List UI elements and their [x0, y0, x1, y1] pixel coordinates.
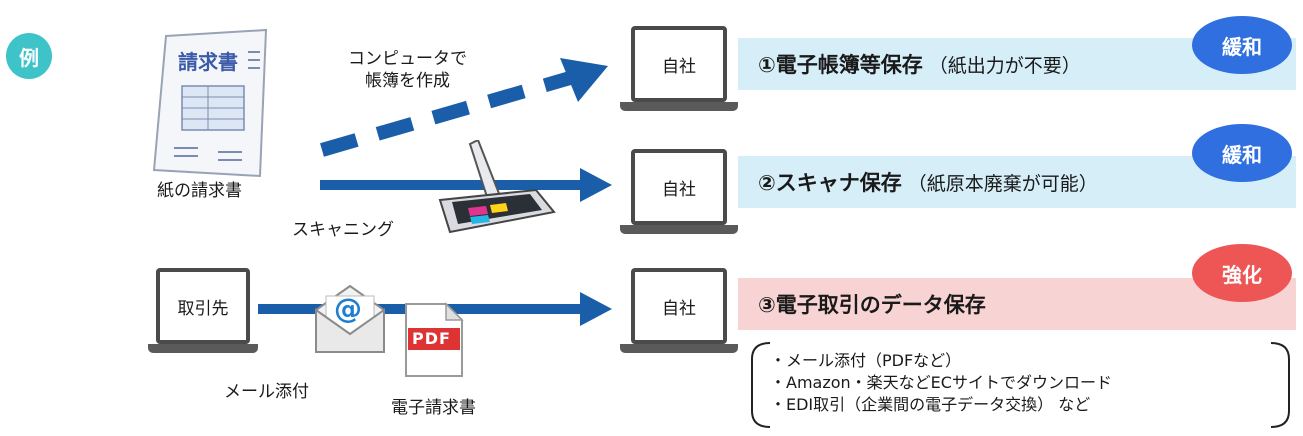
partner-laptop-screen: 取引先	[156, 268, 250, 344]
pdf-icon-text: PDF	[412, 329, 451, 348]
examples-note: ・メール添付（PDFなど） ・Amazon・楽天などECサイトでダウンロード ・…	[748, 341, 1293, 429]
examples-list: ・メール添付（PDFなど） ・Amazon・楽天などECサイトでダウンロード ・…	[770, 350, 1112, 416]
company-laptop-base	[620, 344, 738, 353]
email-envelope-icon	[315, 284, 385, 353]
email-at-glyph: @	[334, 292, 362, 325]
email-arrow-head	[580, 292, 612, 326]
band-note: （紙原本廃棄が可能）	[907, 172, 1098, 195]
company-laptop-3: 自社	[620, 268, 738, 353]
pdf-label: 電子請求書	[391, 398, 476, 418]
band-title: ③電子取引のデータ保存	[758, 293, 986, 317]
example-item: ・Amazon・楽天などECサイトでダウンロード	[770, 373, 1112, 392]
company-label: 自社	[662, 298, 696, 319]
relax-badge-2: 緩和	[1192, 124, 1292, 182]
dashed-arrow-shaft	[320, 71, 572, 157]
band-note: （紙出力が不要）	[928, 54, 1081, 77]
company-laptop-screen: 自社	[631, 268, 727, 344]
company-laptop-screen: 自社	[631, 26, 727, 102]
band-title: ①電子帳簿等保存	[758, 53, 923, 77]
example-badge: 例	[6, 33, 52, 79]
dashed-arrow-head	[560, 58, 608, 102]
example-item: ・EDI取引（企業間の電子データ交換） など	[770, 395, 1091, 414]
note-brackets	[751, 342, 1290, 428]
row2-arrow-label: スキャニング	[292, 220, 394, 240]
company-laptop-2: 自社	[620, 149, 738, 234]
company-laptop-base	[620, 102, 738, 111]
partner-label: 取引先	[177, 298, 229, 319]
partner-laptop: 取引先	[148, 268, 258, 353]
partner-laptop-base	[148, 344, 258, 353]
company-laptop-screen: 自社	[631, 149, 727, 225]
paper-invoice-label: 紙の請求書	[157, 181, 242, 201]
scanner-icon	[438, 140, 556, 234]
strengthen-badge: 強化	[1192, 244, 1292, 302]
scan-arrow-head	[580, 168, 612, 202]
email-label: メール添付	[224, 382, 309, 402]
invoice-doc-title: 請求書	[178, 50, 238, 74]
pdf-file-icon	[405, 302, 464, 377]
company-laptop-1: 自社	[620, 26, 738, 111]
invoice-document-icon	[152, 28, 268, 178]
relax-badge-1: 緩和	[1192, 16, 1292, 74]
example-item: ・メール添付（PDFなど）	[770, 351, 962, 370]
band-title: ②スキャナ保存	[758, 171, 902, 195]
row1-arrow-label: コンピュータで 帳簿を作成	[348, 49, 467, 91]
company-label: 自社	[662, 56, 696, 77]
company-laptop-base	[620, 225, 738, 234]
paper-invoice-illustration: 請求書	[148, 28, 278, 178]
company-label: 自社	[662, 179, 696, 200]
scan-arrow-shaft	[320, 180, 582, 190]
